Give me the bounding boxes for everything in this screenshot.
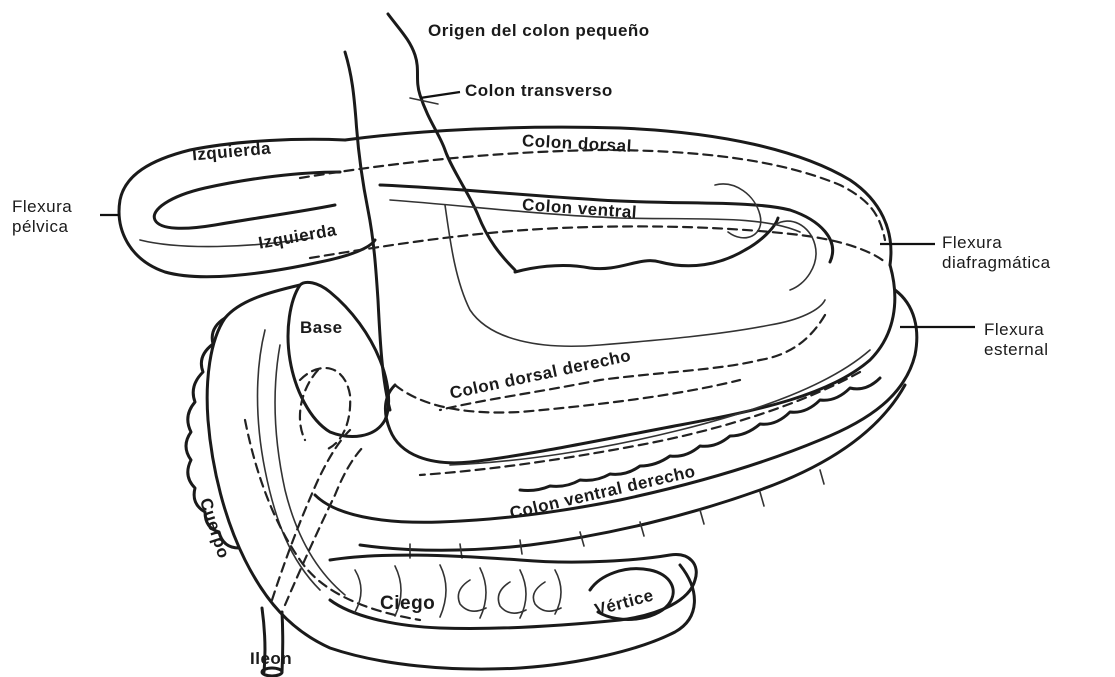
label-ileon: Ileon [250,650,292,667]
ciego-sacculation-2 [458,580,561,613]
small-colon-tube-inner [345,52,390,410]
label-flexura-diafragmatica: Flexura diafragmática [942,233,1051,274]
label-base: Base [300,319,343,336]
label-flexura-esternal: Flexura esternal [984,320,1048,361]
colon-ventral-derecho-inner-line [450,350,870,465]
label-ciego: Ciego [380,594,435,613]
cecum-base-dash-2 [300,370,318,440]
cecum-base [288,282,389,436]
diaphragm-inner-loop-2 [775,221,816,290]
left-colon-inner [154,172,340,228]
colon-dorsal-derecho-outer [385,265,894,463]
label-flexura-pelvica: Flexura pélvica [12,197,72,238]
colon-ventral-derecho-scallops [520,378,880,491]
label-colon-transverso: Colon transverso [465,82,613,99]
leader-colon-transverso [420,92,460,98]
ileum-dash-2 [285,445,365,605]
label-origen-colon-pequeno: Origen del colon pequeño [428,22,650,39]
colon-dorsal-derecho-inner [445,205,825,346]
